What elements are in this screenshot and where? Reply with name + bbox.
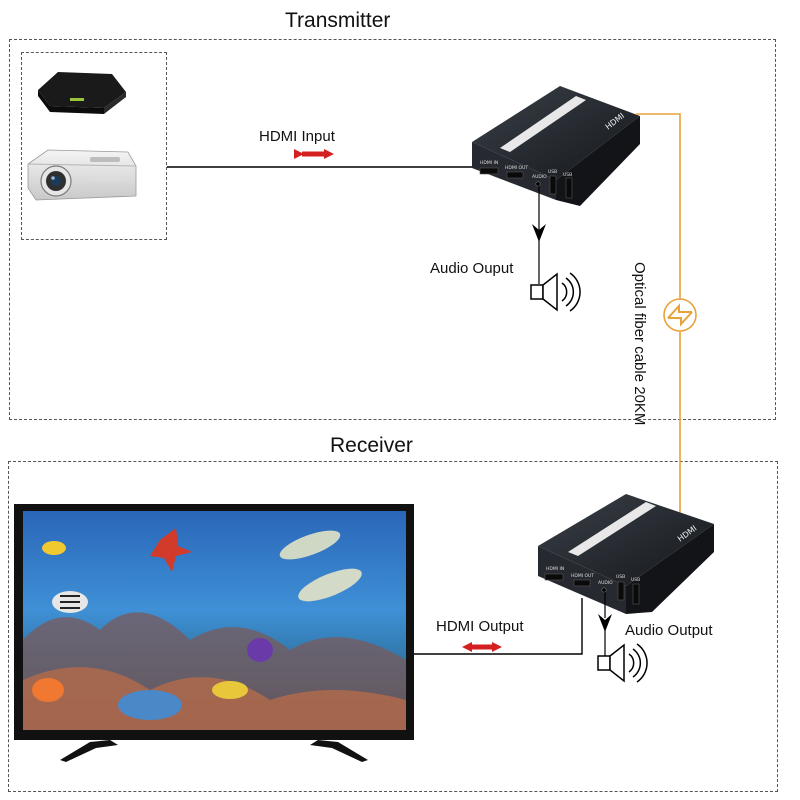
rx-port-audio: AUDIO — [598, 580, 613, 586]
rx-audio-arrow — [598, 592, 612, 656]
fiber-cable-label: Optical fiber cable 20KM — [631, 262, 648, 426]
tx-port-usb-2: USB — [563, 172, 572, 178]
receiver-title: Receiver — [330, 434, 413, 457]
tx-port-hdmi-in: HDMI IN — [480, 160, 498, 166]
tv-display — [14, 504, 414, 762]
transmitter-box — [9, 39, 776, 420]
rx-audio-output-label: Audio Output — [625, 622, 713, 639]
hdmi-output-arrow — [462, 642, 502, 652]
tv-box-icon — [38, 72, 126, 114]
rx-port-usb-2: USB — [631, 577, 640, 583]
rx-port-hdmi-out: HDMI OUT — [571, 573, 594, 579]
projector-icon — [27, 149, 137, 201]
tx-audio-output-label: Audio Ouput — [430, 260, 514, 277]
receiver-box — [8, 461, 778, 792]
tx-speaker-icon — [530, 272, 581, 312]
transmitter-device: HDMI HDMI IN HDMI OUT AUDIO USB USB — [472, 86, 640, 206]
hdmi-input-label: HDMI Input — [259, 128, 335, 145]
source-devices-box — [21, 52, 167, 240]
tx-port-usb-1: USB — [548, 169, 557, 175]
hdmi-output-label: HDMI Output — [436, 618, 524, 635]
tx-audio-arrow — [532, 186, 546, 284]
transmitter-title: Transmitter — [285, 9, 391, 32]
hdmi-input-arrow — [294, 149, 334, 159]
tx-port-hdmi-out: HDMI OUT — [505, 165, 528, 171]
hdmi-output-cable — [414, 598, 583, 655]
rx-speaker-icon — [597, 643, 648, 683]
tx-port-audio: AUDIO — [532, 174, 547, 180]
fiber-cable — [636, 113, 700, 523]
rx-port-usb-1: USB — [616, 574, 625, 580]
receiver-device: HDMI HDMI IN HDMI OUT AUDIO USB USB — [538, 494, 714, 614]
rx-port-hdmi-in: HDMI IN — [546, 566, 564, 572]
